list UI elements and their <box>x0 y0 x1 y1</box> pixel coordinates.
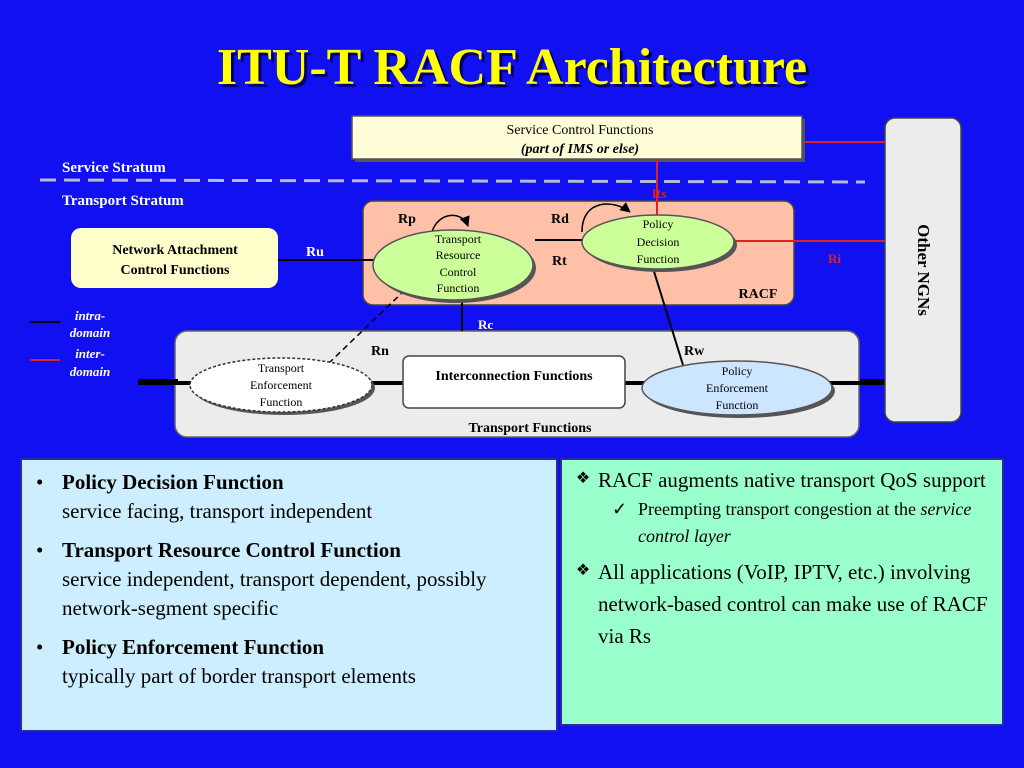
list-item: • Transport Resource Control Function se… <box>36 536 546 623</box>
ref-rn: Rn <box>371 344 389 359</box>
bullet-icon: • <box>36 470 44 494</box>
trcf-title: Transport Resource Control Function <box>62 538 401 562</box>
racf-label: RACF <box>739 287 778 302</box>
interconnection-label: Interconnection Functions <box>435 369 593 384</box>
transport-functions-label: Transport Functions <box>468 421 592 436</box>
legend-intra-1: intra- <box>75 308 105 323</box>
trcf-desc: service independent, transport dependent… <box>62 567 487 620</box>
bullet-icon: • <box>36 538 44 562</box>
legend-inter-1: inter- <box>75 346 105 361</box>
transport-stratum-label: Transport Stratum <box>62 193 184 209</box>
checkmark-icon: ✓ <box>612 499 628 519</box>
other-ngns-label: Other NGNs <box>914 224 933 316</box>
pef-label-3: Function <box>716 398 759 412</box>
nacf-label-1: Network Attachment <box>112 243 238 258</box>
pdf-label-2: Decision <box>637 235 680 249</box>
pdf-node <box>581 214 735 270</box>
pdf-desc: service facing, transport independent <box>62 499 373 523</box>
trcf-label-4: Function <box>437 281 480 295</box>
tef-node <box>189 357 373 413</box>
service-control-box <box>351 115 803 160</box>
ref-rt: Rt <box>552 254 567 269</box>
tef-label-1: Transport <box>258 361 305 375</box>
legend-inter-2: domain <box>70 364 110 379</box>
ref-rc: Rc <box>478 317 493 332</box>
ref-rs: Rs <box>652 186 666 201</box>
benefit-2: All applications (VoIP, IPTV, etc.) invo… <box>598 560 988 648</box>
benefit-1: RACF augments native transport QoS suppo… <box>598 468 986 492</box>
stratum-separator <box>39 178 866 184</box>
pef-desc: typically part of border transport eleme… <box>62 664 416 688</box>
diamond-bullet-icon: ❖ <box>575 470 591 487</box>
ref-rp: Rp <box>398 212 416 227</box>
service-control-label: Service Control Functions <box>507 123 654 138</box>
benefit-1-sub-text: Preempting transport congestion at the <box>638 499 921 519</box>
pef-node <box>641 360 833 416</box>
other-ngns-box <box>884 117 962 423</box>
racf-benefits-panel: ❖ RACF augments native transport QoS sup… <box>560 458 1004 726</box>
racf-diagram: Service Stratum Transport Stratum Transp… <box>30 115 962 438</box>
list-item: • Policy Enforcement Function typically … <box>36 633 546 691</box>
pef-label-2: Enforcement <box>706 381 769 395</box>
tef-label-2: Enforcement <box>250 378 313 392</box>
trcf-label-1: Transport <box>435 232 482 246</box>
trcf-node <box>372 229 534 301</box>
functions-description-panel: • Policy Decision Function service facin… <box>20 458 558 732</box>
rd-arrow <box>581 202 631 233</box>
tef-label-3: Function <box>260 395 303 409</box>
page-title: ITU-T RACF Architecture <box>216 39 808 96</box>
list-item: • Policy Decision Function service facin… <box>36 468 546 526</box>
ref-ru: Ru <box>306 245 324 260</box>
list-item: ❖ All applications (VoIP, IPTV, etc.) in… <box>568 556 998 652</box>
benefit-1-sub: Preempting transport congestion at the s… <box>638 496 998 550</box>
service-stratum-label: Service Stratum <box>62 160 166 176</box>
ref-rw: Rw <box>684 344 705 359</box>
trcf-label-2: Resource <box>436 248 481 262</box>
diamond-bullet-icon: ❖ <box>575 562 591 579</box>
ref-rd: Rd <box>551 212 569 227</box>
list-item: ✓ Preempting transport congestion at the… <box>612 496 998 550</box>
pef-title: Policy Enforcement Function <box>62 635 325 659</box>
benefit-1-sub-em: service control layer <box>638 499 972 546</box>
rw-line <box>651 264 684 366</box>
service-control-sub: (part of IMS or else) <box>521 142 639 157</box>
list-item: ❖ RACF augments native transport QoS sup… <box>568 464 998 496</box>
nacf-box <box>71 228 278 288</box>
rn-line <box>329 289 406 363</box>
pef-label-1: Policy <box>722 364 753 378</box>
trcf-label-3: Control <box>440 265 477 279</box>
legend-intra-2: domain <box>70 325 110 340</box>
ref-ri: Ri <box>828 251 841 266</box>
pdf-label-1: Policy <box>643 217 674 231</box>
pdf-title: Policy Decision Function <box>62 470 284 494</box>
interconnection-box <box>402 355 626 409</box>
nacf-label-2: Control Functions <box>120 263 230 278</box>
pdf-label-3: Function <box>637 252 680 266</box>
bullet-icon: • <box>36 635 44 659</box>
rp-arrow <box>431 214 470 233</box>
